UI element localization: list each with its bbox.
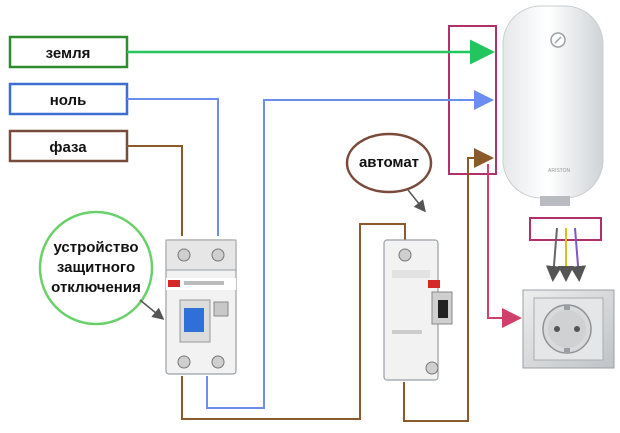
socket-wire: [487, 164, 522, 328]
circuit-breaker-icon: [383, 239, 453, 381]
earth-label-box: земля: [8, 35, 129, 69]
rcd-label-line3: отключения: [51, 279, 141, 296]
neutral-wire-out: [206, 90, 494, 409]
phase-wire-rcd-breaker: [181, 223, 406, 420]
breaker-label: автомат: [359, 154, 419, 171]
rcd-label-line1: устройство: [53, 239, 138, 256]
phase-wire-out: [403, 148, 494, 422]
neutral-wire-in: [127, 98, 219, 236]
earth-label: земля: [46, 45, 91, 62]
rcd-device-icon: [165, 239, 237, 375]
neutral-label-box: ноль: [8, 82, 129, 116]
phase-wire-in: [127, 145, 183, 236]
phase-label: фаза: [49, 139, 87, 156]
water-heater-icon: ARISTON: [502, 5, 604, 206]
svg-text:ARISTON: ARISTON: [548, 168, 571, 174]
neutral-label: ноль: [50, 92, 87, 109]
rcd-label-line2: защитного: [57, 259, 135, 276]
power-socket-icon: [522, 289, 615, 369]
phase-label-box: фаза: [8, 129, 129, 163]
breaker-callout: автомат: [345, 132, 433, 213]
socket-arrows: [545, 227, 587, 282]
rcd-callout: устройство защитного отключения: [38, 210, 165, 326]
